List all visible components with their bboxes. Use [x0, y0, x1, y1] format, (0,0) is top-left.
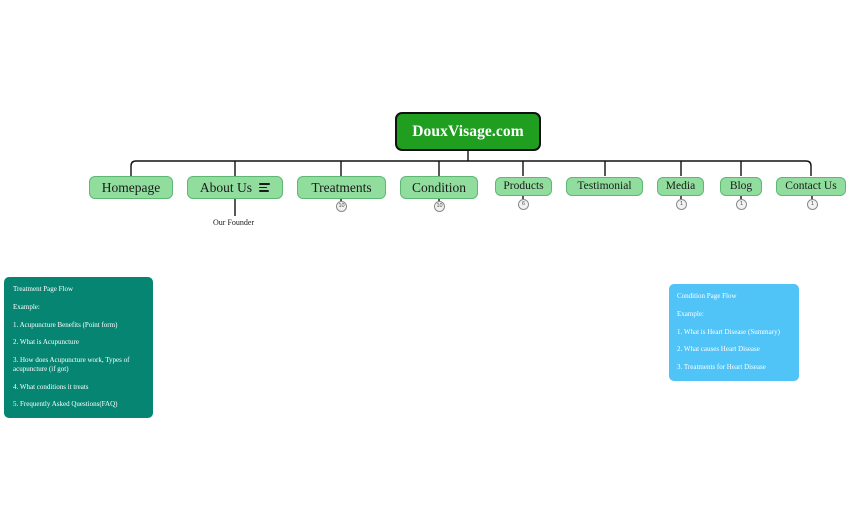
node-homepage[interactable]: Homepage [89, 176, 173, 199]
node-testimonial-label: Testimonial [577, 179, 632, 192]
note-treatment-item: 3. How does Acupuncture work, Types of a… [13, 356, 130, 373]
note-condition-item: 3. Treatments for Heart Disease [677, 363, 766, 371]
list-icon [259, 183, 271, 192]
node-homepage-label: Homepage [101, 179, 161, 195]
note-condition-subtitle: Example: [677, 309, 704, 318]
node-treatments[interactable]: Treatments [297, 176, 386, 199]
note-treatment-item: 5. Frequently Asked Questions(FAQ) [13, 400, 118, 409]
node-media-label: Media [665, 179, 696, 192]
note-card-treatment[interactable]: Treatment Page Flow Example: 1. Acupunct… [4, 277, 153, 418]
note-condition-title: Condition Page Flow [677, 292, 737, 300]
node-condition-label: Condition [411, 179, 466, 195]
note-treatment-subtitle: Example: [13, 302, 40, 311]
badge-contact-us[interactable]: 1 [807, 199, 818, 210]
leaf-our-founder[interactable]: Our Founder [213, 218, 255, 227]
node-blog-label: Blog [729, 179, 753, 192]
badge-treatments[interactable]: 10 [336, 201, 347, 212]
node-products-label: Products [503, 179, 544, 192]
badge-products[interactable]: 6 [518, 199, 529, 210]
root-node-label: DouxVisage.com [412, 122, 524, 140]
node-treatments-label: Treatments [311, 179, 372, 195]
node-about-us-label: About Us [199, 179, 253, 195]
note-treatment-title: Treatment Page Flow [13, 285, 74, 293]
node-condition[interactable]: Condition [400, 176, 478, 199]
badge-condition[interactable]: 10 [434, 201, 445, 212]
node-about-us[interactable]: About Us [187, 176, 283, 199]
note-condition-item: 2. What causes Heart Disease [677, 345, 760, 354]
node-blog[interactable]: Blog [720, 177, 762, 196]
note-treatment-item: 2. What is Acupuncture [13, 338, 79, 347]
note-card-condition[interactable]: Condition Page Flow Example: 1. What is … [669, 284, 799, 381]
note-treatment-item: 4. What conditions it treats [13, 382, 89, 391]
node-contact-us-label: Contact Us [785, 179, 837, 192]
node-products[interactable]: Products [495, 177, 552, 196]
badge-media[interactable]: 1 [676, 199, 687, 210]
note-treatment-item: 1. Acupuncture Benefits (Point form) [13, 320, 118, 329]
node-testimonial[interactable]: Testimonial [566, 177, 643, 196]
root-node[interactable]: DouxVisage.com [395, 112, 541, 151]
badge-blog[interactable]: 1 [736, 199, 747, 210]
note-condition-item: 1. What is Heart Disease (Summary) [677, 327, 780, 336]
node-media[interactable]: Media [657, 177, 704, 196]
node-contact-us[interactable]: Contact Us [776, 177, 846, 196]
